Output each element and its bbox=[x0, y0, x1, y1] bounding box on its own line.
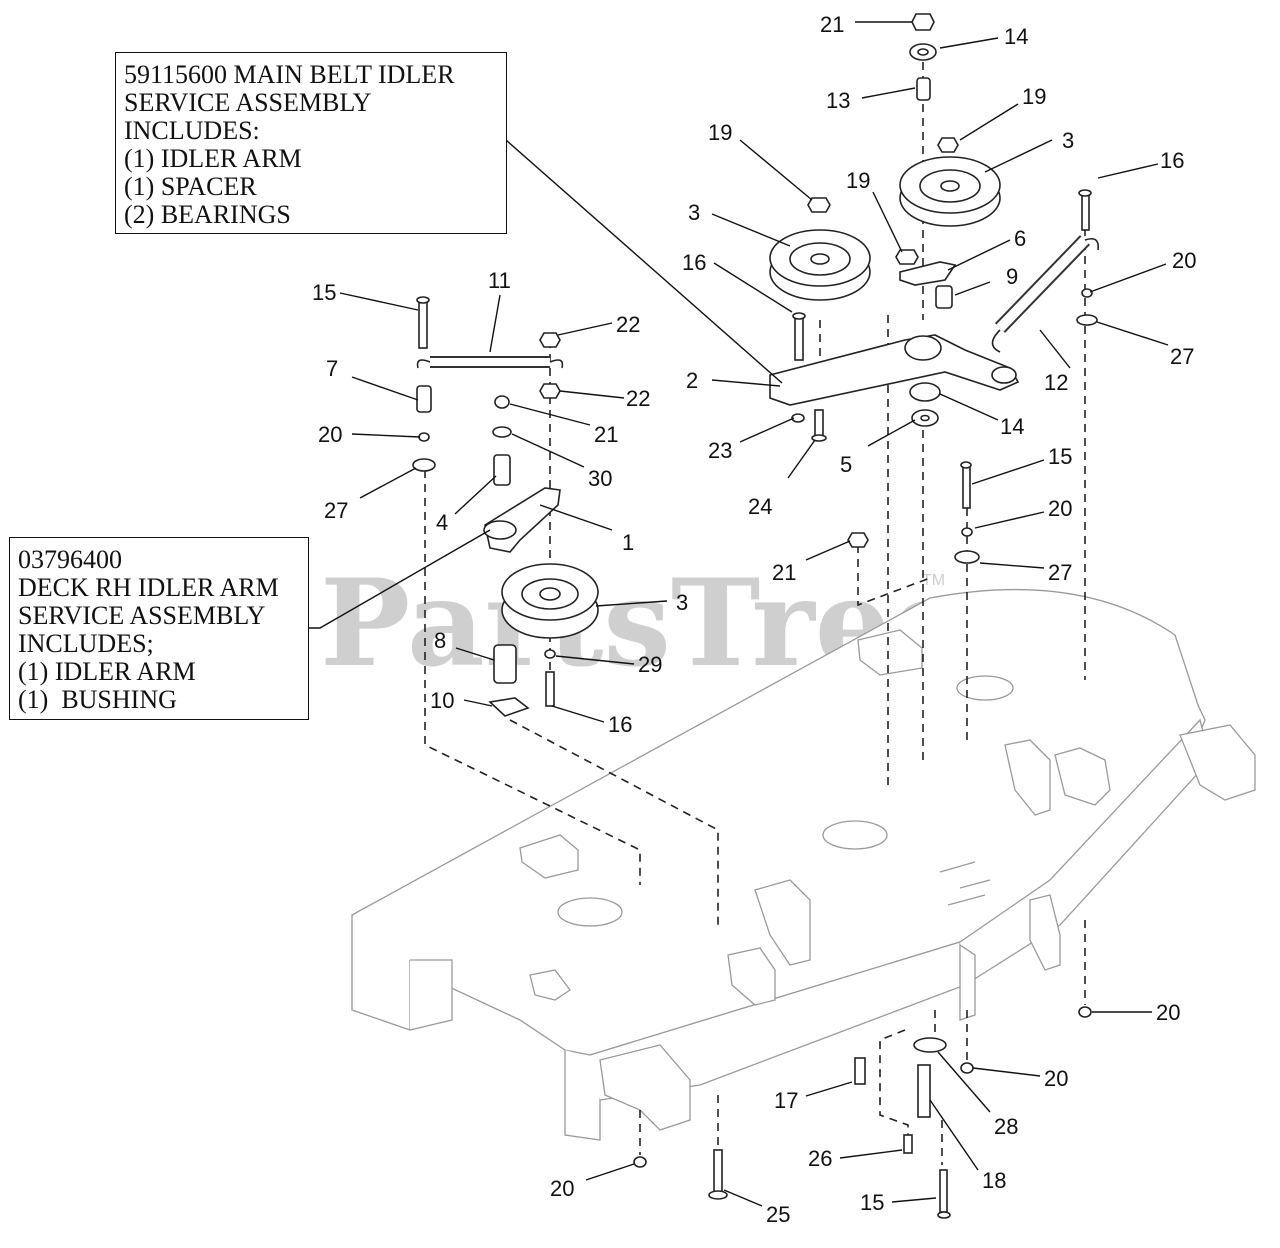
label-leaders bbox=[339, 21, 1169, 1207]
part-labels: 21 14 13 19 3 19 16 3 19 6 16 9 20 15 11… bbox=[312, 12, 1196, 1227]
callout-2-line-4: INCLUDES; bbox=[18, 629, 154, 658]
label-25: 25 bbox=[766, 1202, 790, 1227]
label-20: 20 bbox=[318, 422, 342, 447]
label-21: 21 bbox=[594, 422, 618, 447]
label-28: 28 bbox=[994, 1114, 1018, 1139]
callout-2-leader bbox=[308, 529, 491, 629]
label-15: 15 bbox=[1048, 444, 1072, 469]
callout-1-line-4: (1) IDLER ARM bbox=[124, 144, 302, 173]
label-20: 20 bbox=[1156, 1000, 1180, 1025]
label-7: 7 bbox=[326, 356, 338, 381]
label-10: 10 bbox=[430, 688, 454, 713]
label-20: 20 bbox=[1044, 1066, 1068, 1091]
label-8: 8 bbox=[434, 628, 446, 653]
label-3: 3 bbox=[676, 590, 688, 615]
label-24: 24 bbox=[748, 494, 772, 519]
callout-2-line-1: 03796400 bbox=[18, 545, 122, 574]
parts bbox=[412, 13, 1100, 1219]
label-3: 3 bbox=[1062, 128, 1074, 153]
label-20: 20 bbox=[1048, 496, 1072, 521]
callout-2-line-6: (1) BUSHING bbox=[18, 685, 177, 714]
label-19: 19 bbox=[846, 168, 870, 193]
label-19: 19 bbox=[1022, 84, 1046, 109]
callout-1-line-3: INCLUDES: bbox=[124, 116, 260, 145]
pulley-3-lower bbox=[501, 563, 599, 639]
label-1: 1 bbox=[622, 530, 634, 555]
label-16: 16 bbox=[1160, 148, 1184, 173]
callout-1-line-2: SERVICE ASSEMBLY bbox=[124, 88, 372, 117]
pulley-3-upper-left bbox=[769, 229, 871, 301]
label-16: 16 bbox=[608, 712, 632, 737]
main-belt-idler-callout: 59115600 MAIN BELT IDLER SERVICE ASSEMBL… bbox=[115, 52, 507, 234]
label-22: 22 bbox=[626, 386, 650, 411]
label-29: 29 bbox=[638, 652, 662, 677]
callout-1-leader bbox=[505, 139, 783, 384]
label-22: 22 bbox=[616, 312, 640, 337]
label-5: 5 bbox=[840, 452, 852, 477]
pulley-3-upper-right bbox=[899, 156, 1001, 227]
label-23: 23 bbox=[708, 438, 732, 463]
label-27: 27 bbox=[1170, 344, 1194, 369]
label-15: 15 bbox=[312, 280, 336, 305]
watermark-tm: TM bbox=[922, 572, 945, 589]
label-3: 3 bbox=[688, 200, 700, 225]
label-4: 4 bbox=[436, 510, 448, 535]
callout-2-line-5: (1) IDLER ARM bbox=[18, 657, 196, 686]
label-30: 30 bbox=[588, 466, 612, 491]
label-9: 9 bbox=[1006, 264, 1018, 289]
label-6: 6 bbox=[1014, 226, 1026, 251]
label-16: 16 bbox=[682, 250, 706, 275]
spacer-13 bbox=[916, 77, 931, 101]
label-12: 12 bbox=[1044, 370, 1068, 395]
label-2: 2 bbox=[686, 368, 698, 393]
label-27: 27 bbox=[1048, 560, 1072, 585]
nut-21-top bbox=[911, 13, 935, 31]
label-20: 20 bbox=[550, 1176, 574, 1201]
label-14: 14 bbox=[1000, 414, 1024, 439]
callout-1-line-1: 59115600 MAIN BELT IDLER bbox=[124, 60, 455, 89]
label-14: 14 bbox=[1004, 24, 1028, 49]
callout-2-line-2: DECK RH IDLER ARM bbox=[18, 573, 279, 602]
label-19: 19 bbox=[708, 120, 732, 145]
label-27: 27 bbox=[324, 498, 348, 523]
label-26: 26 bbox=[808, 1146, 832, 1171]
label-21: 21 bbox=[772, 560, 796, 585]
label-21: 21 bbox=[820, 12, 844, 37]
label-13: 13 bbox=[826, 88, 850, 113]
label-11: 11 bbox=[488, 268, 511, 293]
label-18: 18 bbox=[982, 1168, 1006, 1193]
mower-deck bbox=[351, 588, 1256, 1141]
label-17: 17 bbox=[774, 1088, 798, 1113]
label-15: 15 bbox=[860, 1190, 884, 1215]
callout-1-line-5: (1) SPACER bbox=[124, 172, 257, 201]
callout-1-line-6: (2) BEARINGS bbox=[124, 200, 291, 229]
deck-rh-idler-arm-callout: 03796400 DECK RH IDLER ARM SERVICE ASSEM… bbox=[9, 537, 309, 720]
callout-2-line-3: SERVICE ASSEMBLY bbox=[18, 601, 266, 630]
label-20: 20 bbox=[1172, 248, 1196, 273]
